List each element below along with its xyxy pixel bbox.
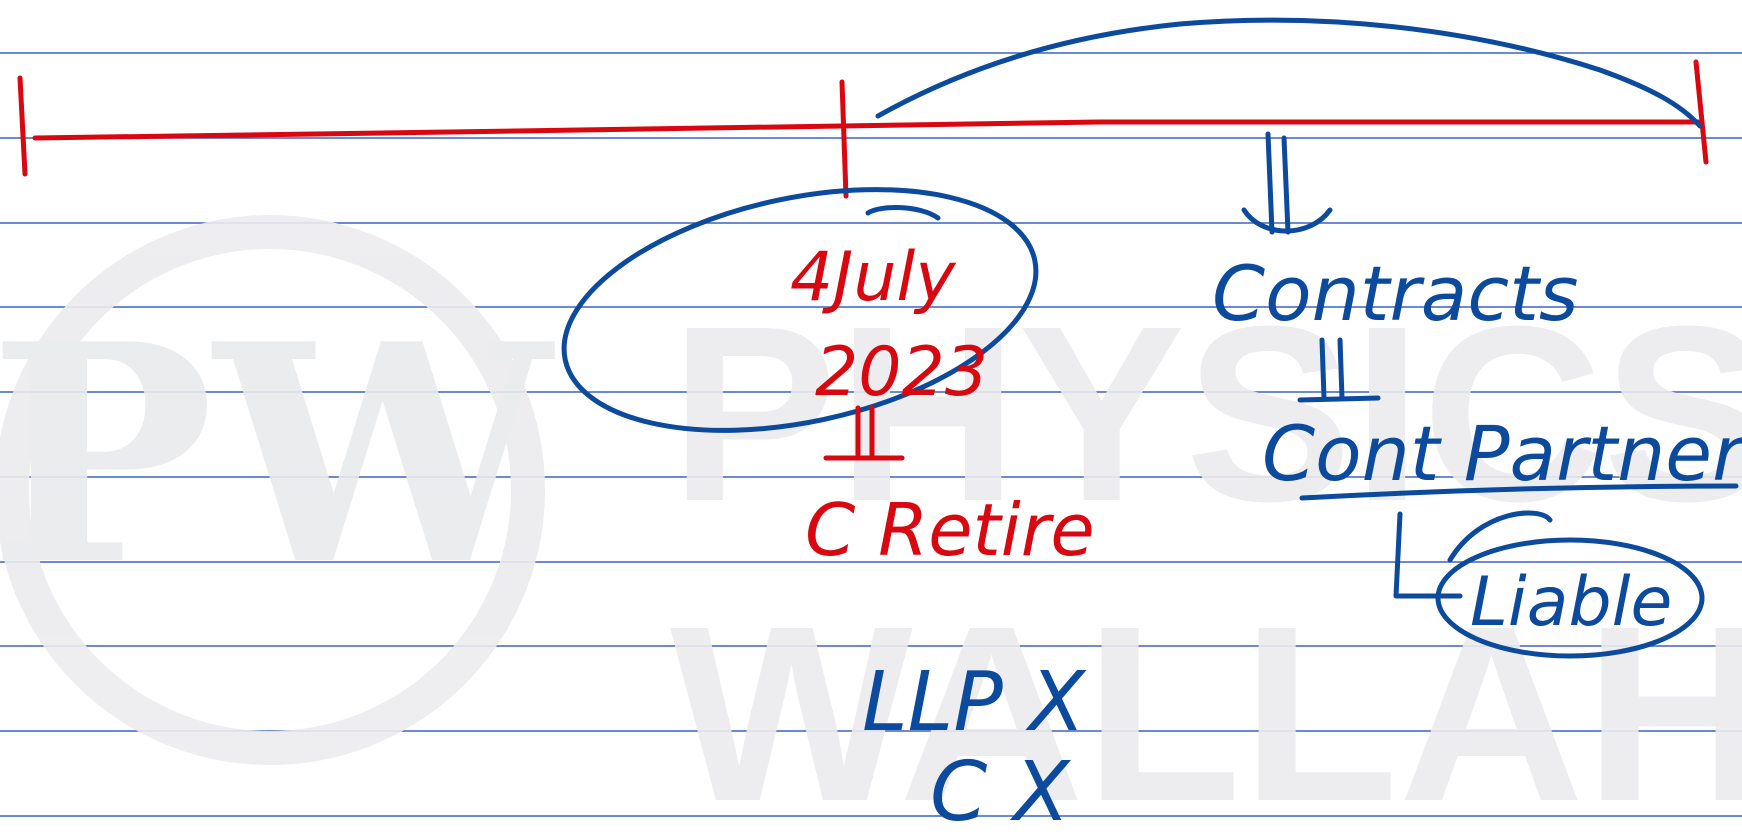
implies-arrow-blue-2	[1297, 337, 1381, 403]
date-line-2: 2023	[815, 333, 988, 412]
watermark-logo-ring	[0, 215, 545, 765]
c-x-text: C X	[930, 745, 1071, 837]
date-line-1: 4July	[790, 238, 956, 317]
timeline-start-tick	[17, 75, 28, 177]
watermark-logo-letters: PW	[0, 278, 557, 631]
liable-text: Liable	[1470, 563, 1672, 642]
contracts-text: Contracts	[1212, 249, 1579, 338]
c-retire-text: C Retire	[805, 488, 1095, 572]
timeline	[17, 59, 1709, 199]
timeline-line	[32, 119, 1701, 141]
watermark: PW PHYSICS WALLAH	[0, 215, 1742, 837]
watermark-word-bottom: WALLAH	[670, 574, 1742, 837]
timeline-mid-tick	[839, 79, 849, 199]
implies-arrow-red	[823, 405, 905, 461]
timeline-end-tick	[1693, 59, 1709, 165]
partner-underline	[1299, 483, 1739, 501]
liable-circle	[1435, 537, 1705, 659]
implies-arrow-blue-1	[1241, 131, 1333, 235]
liable-circle-overlap	[1447, 510, 1553, 563]
date-circle	[561, 187, 1039, 433]
date-circle-overlap	[865, 205, 941, 221]
blue-arc-bracket	[875, 17, 1703, 129]
llp-x-text: LLP X	[862, 655, 1087, 750]
cont-partner-text: Cont Partner	[1262, 409, 1742, 498]
